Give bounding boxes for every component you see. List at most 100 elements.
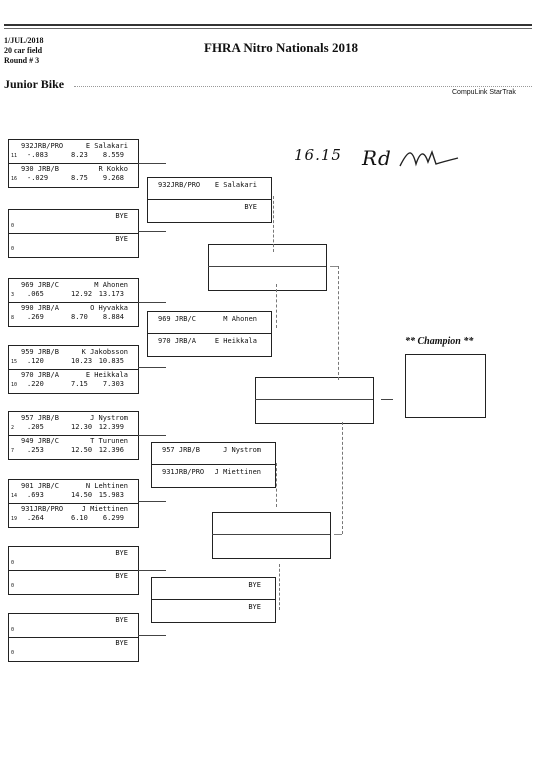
r2-racer-class: 970 JRB/A xyxy=(158,337,196,345)
racer-name: BYE xyxy=(115,639,128,647)
reaction-time: .205 xyxy=(27,423,44,431)
speed: 10.835 xyxy=(98,357,124,365)
elapsed-time: 12.30 xyxy=(71,423,93,431)
vendor-label: CompuLink StarTrak xyxy=(452,89,516,96)
r2-racer-name: J Nystrom xyxy=(223,446,261,454)
racer-name: BYE xyxy=(115,549,128,557)
reaction-time: .220 xyxy=(27,380,44,388)
r3-tick-2 xyxy=(334,534,342,535)
speed: 12.399 xyxy=(98,423,124,431)
racer-class: 959 JRB/B xyxy=(21,348,59,356)
round-number: Round # 3 xyxy=(4,56,40,65)
r3-tick-1 xyxy=(330,266,338,267)
elapsed-time: 10.23 xyxy=(71,357,93,365)
racer-class: 901 JRB/C xyxy=(21,482,59,490)
section-dotted-rule xyxy=(74,86,532,87)
r3-connector-dash-2 xyxy=(342,422,343,534)
r1-match-divider xyxy=(9,302,138,303)
reaction-time: .693 xyxy=(27,491,44,499)
r2-connector-dash-1 xyxy=(273,196,274,252)
racer-class: 931JRB/PRO xyxy=(21,505,64,513)
r1-match-divider xyxy=(9,435,138,436)
lane-number: 0 xyxy=(11,583,15,589)
r2-racer-name: J Miettinen xyxy=(214,468,261,476)
elapsed-time: 8.75 xyxy=(71,174,88,182)
racer-class: 957 JRB/B xyxy=(21,414,59,422)
r2-connector-dash-2 xyxy=(276,284,277,328)
champion-box xyxy=(405,354,486,418)
r1-connector xyxy=(138,501,166,502)
r1-match-divider xyxy=(9,503,138,504)
reaction-time: -.029 xyxy=(27,174,49,182)
racer-name: BYE xyxy=(115,235,128,243)
semifinal-box-bottom-divider xyxy=(212,534,330,535)
top-rule-thin xyxy=(4,28,532,29)
racer-name: BYE xyxy=(115,572,128,580)
r2-racer-class: 957 JRB/B xyxy=(162,446,200,454)
racer-class: 932JRB/PRO xyxy=(21,142,64,150)
semifinal-box-top xyxy=(208,244,327,291)
r2-match-divider xyxy=(152,599,275,600)
r2-racer-name: E Salakari xyxy=(214,181,257,189)
reaction-time: .264 xyxy=(27,514,44,522)
r2-racer-class: 932JRB/PRO xyxy=(158,181,201,189)
speed: 12.396 xyxy=(98,446,124,454)
reaction-time: .269 xyxy=(27,313,44,321)
r2-connector-dash-3 xyxy=(276,463,277,507)
r1-connector xyxy=(138,163,166,164)
signature-scribble xyxy=(399,149,459,167)
speed: 9.268 xyxy=(102,174,124,182)
racer-name: N Lehtinen xyxy=(85,482,128,490)
racer-class: 930 JRB/B xyxy=(21,165,59,173)
section-title: Junior Bike xyxy=(4,77,65,91)
r2-racer-class: 931JRB/PRO xyxy=(162,468,205,476)
racer-name: E Heikkala xyxy=(85,371,128,379)
r1-connector xyxy=(138,231,166,232)
top-rule xyxy=(4,24,532,26)
lane-number: 16 xyxy=(11,176,18,182)
speed: 8.884 xyxy=(102,313,124,321)
handwritten-time: 16.15 xyxy=(294,146,342,164)
speed: 7.303 xyxy=(102,380,124,388)
lane-number: 2 xyxy=(11,425,15,431)
r2-racer-name: BYE xyxy=(244,203,257,211)
lane-number: 0 xyxy=(11,223,15,229)
speed: 13.173 xyxy=(98,290,124,298)
racer-name: J Miettinen xyxy=(81,505,128,513)
racer-class: 969 JRB/C xyxy=(21,281,59,289)
r2-connector-dash-4 xyxy=(279,564,280,610)
reaction-time: .065 xyxy=(27,290,44,298)
racer-name: BYE xyxy=(115,212,128,220)
final-box-divider xyxy=(255,399,373,400)
speed: 15.983 xyxy=(98,491,124,499)
speed: 6.299 xyxy=(102,514,124,522)
r1-connector xyxy=(138,435,166,436)
lane-number: 8 xyxy=(11,315,15,321)
r1-match-divider xyxy=(9,369,138,370)
lane-number: 14 xyxy=(11,493,18,499)
lane-number: 15 xyxy=(11,359,18,365)
r1-connector xyxy=(138,635,166,636)
lane-number: 10 xyxy=(11,382,18,388)
field-size: 20 car field xyxy=(4,46,43,55)
semifinal-box-bottom xyxy=(212,512,331,559)
racer-class: 970 JRB/A xyxy=(21,371,59,379)
page-title: FHRA Nitro Nationals 2018 xyxy=(204,40,358,55)
semifinal-box-top-divider xyxy=(208,266,326,267)
elapsed-time: 14.50 xyxy=(71,491,93,499)
racer-name: BYE xyxy=(115,616,128,624)
lane-number: 0 xyxy=(11,246,15,252)
speed: 8.559 xyxy=(102,151,124,159)
r1-match-divider xyxy=(9,233,138,234)
elapsed-time: 8.23 xyxy=(71,151,88,159)
elapsed-time: 8.70 xyxy=(71,313,88,321)
lane-number: 0 xyxy=(11,560,15,566)
r1-connector xyxy=(138,367,166,368)
